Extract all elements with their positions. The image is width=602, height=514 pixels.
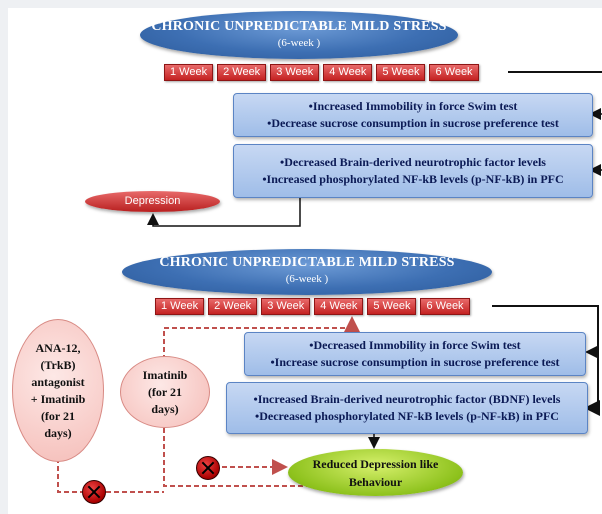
bottom-week-6: 6 Week — [420, 298, 470, 315]
reduced-depression-line-1: Reduced Depression like — [312, 456, 439, 471]
ana12-line-3: antagonist — [31, 374, 85, 389]
bottom-week-4: 4 Week — [314, 298, 364, 315]
top-behavior-box: •Increased Immobility in force Swim test… — [233, 93, 593, 137]
ana-blocked-path — [57, 458, 164, 493]
bottom-week-strip: 1 Week 2 Week 3 Week 4 Week 5 Week 6 Wee… — [155, 298, 470, 315]
top-behavior-line-2: •Decrease sucrose consumption in sucrose… — [267, 116, 559, 130]
top-week-6: 6 Week — [429, 64, 479, 81]
imatinib-line-1: Imatinib — [142, 367, 188, 382]
ana12-line-6: days) — [44, 425, 72, 440]
block-x-icon — [196, 456, 220, 480]
ana12-line-4: + Imatinib — [30, 391, 86, 406]
top-biomarker-line-1: •Decreased Brain-derived neurotrophic fa… — [280, 155, 546, 169]
ana12-line-1: ANA-12, — [35, 340, 81, 355]
bottom-biomarker-box: •Increased Brain-derived neurotrophic fa… — [226, 382, 588, 434]
top-week-5: 5 Week — [376, 64, 426, 81]
top-behavior-line-1: •Increased Immobility in force Swim test — [308, 99, 518, 113]
bottom-behavior-line-2: •Increase sucrose consumption in sucrose… — [270, 355, 560, 369]
bottom-stress-title: CHRONIC UNPREDICTABLE MILD STRESS — [159, 255, 455, 270]
reduced-depression-oval: Reduced Depression like Behaviour — [288, 449, 463, 496]
top-week-1: 1 Week — [164, 64, 214, 81]
bottom-week-5: 5 Week — [367, 298, 417, 315]
imatinib-line-3: days) — [151, 401, 179, 416]
bottom-behavior-line-1: •Decreased Immobility in force Swim test — [309, 338, 521, 352]
depression-oval: Depression — [85, 191, 220, 212]
ana12-imatinib-oval: ANA-12, (TrkB) antagonist + Imatinib (fo… — [12, 319, 104, 462]
bottom-week-3: 3 Week — [261, 298, 311, 315]
imatinib-oval: Imatinib (for 21 days) — [120, 356, 210, 428]
ana12-line-2: (TrkB) — [40, 357, 76, 372]
bottom-behavior-box: •Decreased Immobility in force Swim test… — [244, 332, 586, 376]
block-x-icon-2 — [82, 480, 106, 504]
ana12-line-5: (for 21 — [40, 408, 76, 423]
top-biomarker-line-2: •Increased phosphorylated NF-kB levels (… — [262, 172, 564, 186]
bottom-week-1: 1 Week — [155, 298, 205, 315]
top-week-3: 3 Week — [270, 64, 320, 81]
bottom-biomarker-line-1: •Increased Brain-derived neurotrophic fa… — [253, 392, 561, 406]
top-stress-duration: (6-week ) — [277, 37, 321, 49]
reduced-depression-line-2: Behaviour — [348, 474, 403, 489]
imatinib-line-2: (for 21 — [147, 384, 183, 399]
top-week-strip: 1 Week 2 Week 3 Week 4 Week 5 Week 6 Wee… — [164, 64, 479, 81]
bottom-stress-ellipse: CHRONIC UNPREDICTABLE MILD STRESS (6-wee… — [122, 249, 492, 295]
top-stress-ellipse: CHRONIC UNPREDICTABLE MILD STRESS (6-wee… — [140, 11, 458, 59]
imatinib-path — [163, 316, 360, 360]
top-stress-title: CHRONIC UNPREDICTABLE MILD STRESS — [151, 19, 447, 34]
top-week-4: 4 Week — [323, 64, 373, 81]
bottom-biomarker-line-2: •Decreased phosphorylated NF-kB levels (… — [255, 409, 559, 423]
top-arrow-depression — [147, 197, 301, 227]
top-week-2: 2 Week — [217, 64, 267, 81]
bottom-stress-duration: (6-week ) — [285, 273, 329, 285]
top-biomarker-box: •Decreased Brain-derived neurotrophic fa… — [233, 144, 593, 198]
bottom-week-2: 2 Week — [208, 298, 258, 315]
bottom-connector-main — [492, 305, 600, 416]
